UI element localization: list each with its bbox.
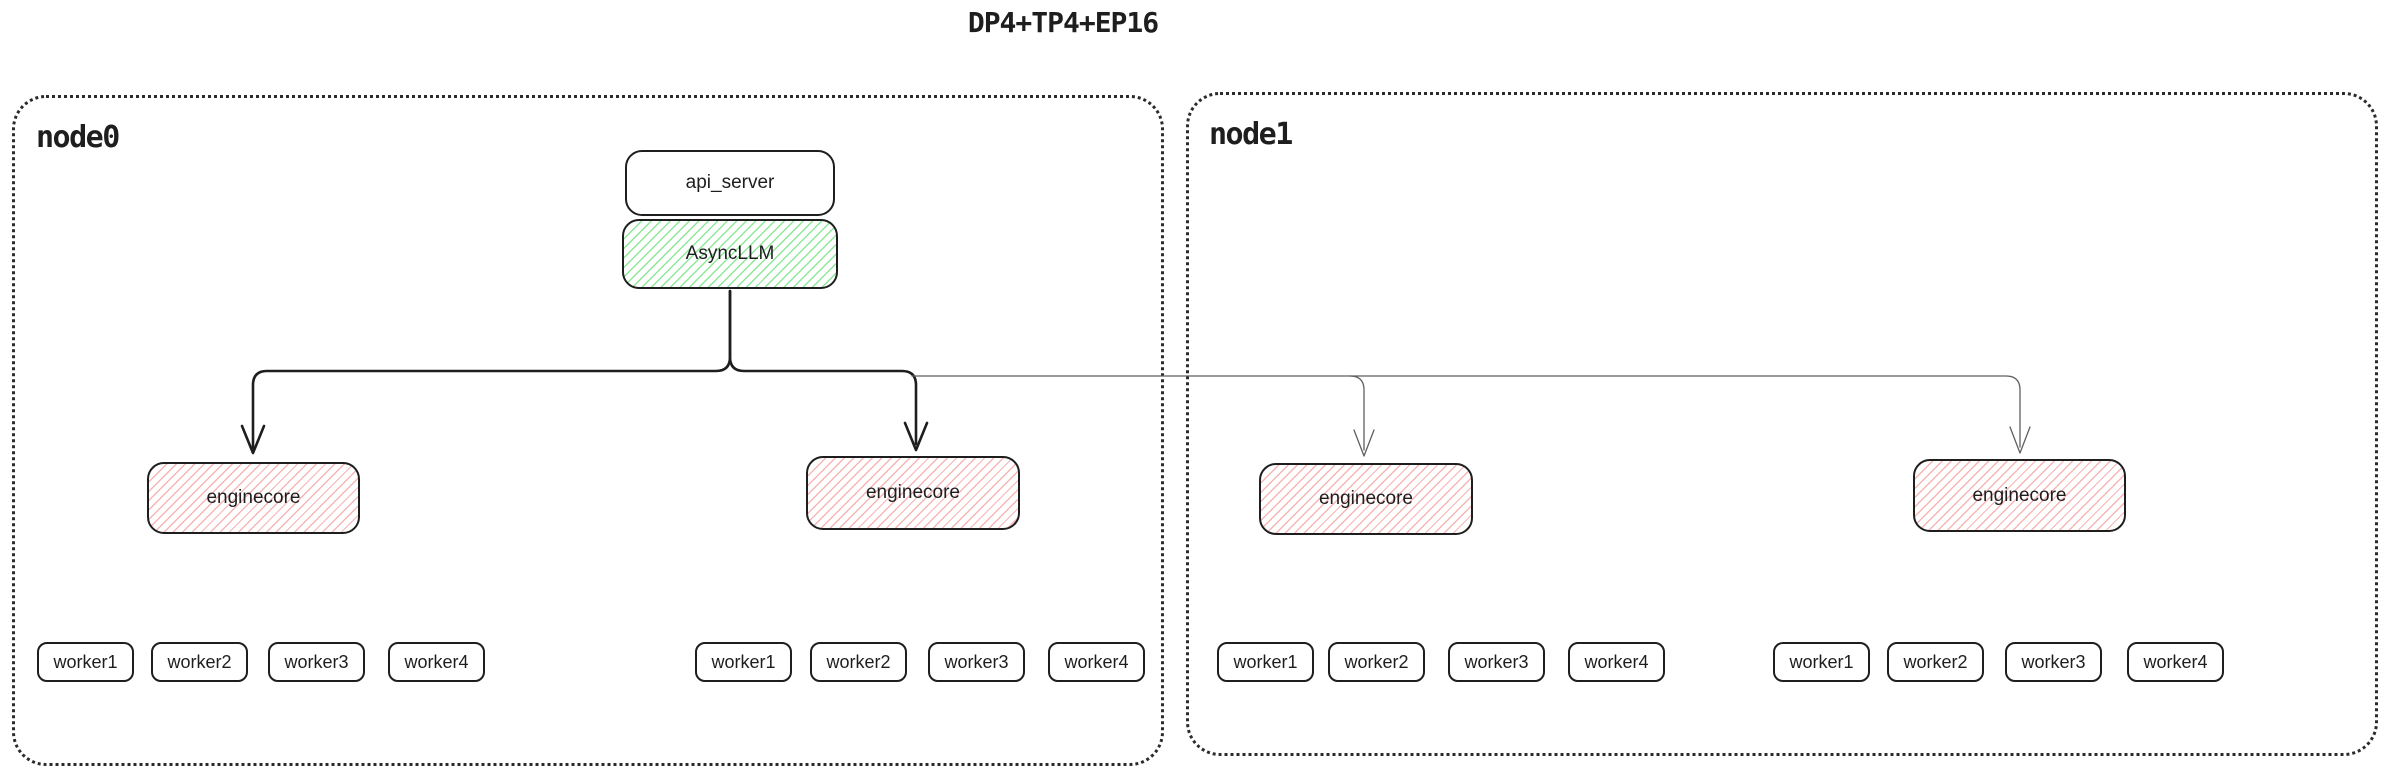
enginecore-label: enginecore — [1972, 484, 2067, 506]
enginecore-box-node1-2: enginecore — [1913, 459, 2126, 532]
worker-label: worker3 — [2021, 651, 2086, 672]
enginecore-label: enginecore — [206, 487, 301, 508]
worker-box: worker2 — [810, 642, 907, 682]
worker-box: worker4 — [388, 642, 485, 682]
worker-box: worker1 — [1773, 642, 1870, 682]
worker-label: worker2 — [1903, 651, 1968, 672]
worker-box: worker3 — [1448, 642, 1545, 682]
asyncllm-label: AsyncLLM — [685, 243, 775, 264]
worker-label: worker4 — [1584, 651, 1649, 672]
worker-label: worker1 — [53, 651, 118, 672]
enginecore-box-node0-2: enginecore — [806, 456, 1020, 530]
asyncllm-box: AsyncLLM — [622, 219, 838, 289]
api-server-box: api_server — [625, 150, 835, 216]
worker-label: worker1 — [711, 651, 776, 672]
worker-box: worker4 — [2127, 642, 2224, 682]
node1-label: node1 — [1209, 117, 1293, 152]
worker-label: worker4 — [2143, 651, 2208, 672]
enginecore-label: enginecore — [1318, 488, 1414, 509]
enginecore-box-node1-1: enginecore — [1259, 463, 1473, 535]
enginecore-label: enginecore — [865, 482, 961, 503]
worker-label: worker4 — [404, 651, 469, 672]
worker-box: worker4 — [1048, 642, 1145, 682]
worker-label: worker2 — [1344, 651, 1409, 672]
worker-label: worker4 — [1064, 651, 1129, 672]
worker-box: worker2 — [1887, 642, 1984, 682]
worker-box: worker3 — [928, 642, 1025, 682]
diagram-title: DP4+TP4+EP16 — [967, 6, 1159, 39]
worker-box: worker1 — [695, 642, 792, 682]
worker-box: worker4 — [1568, 642, 1665, 682]
worker-box: worker3 — [268, 642, 365, 682]
worker-label: worker3 — [1464, 651, 1529, 672]
worker-box: worker2 — [1328, 642, 1425, 682]
node0-label: node0 — [36, 120, 120, 155]
enginecore-box-node0-1: enginecore — [147, 462, 360, 534]
api-server-label: api_server — [685, 172, 775, 193]
worker-label: worker3 — [944, 651, 1009, 672]
worker-box: worker2 — [151, 642, 248, 682]
worker-box: worker3 — [2005, 642, 2102, 682]
worker-box: worker1 — [1217, 642, 1314, 682]
worker-label: worker3 — [284, 651, 349, 672]
worker-box: worker1 — [37, 642, 134, 682]
worker-label: worker1 — [1789, 651, 1854, 672]
worker-label: worker2 — [826, 651, 891, 672]
worker-label: worker2 — [167, 651, 232, 672]
worker-label: worker1 — [1233, 651, 1298, 672]
